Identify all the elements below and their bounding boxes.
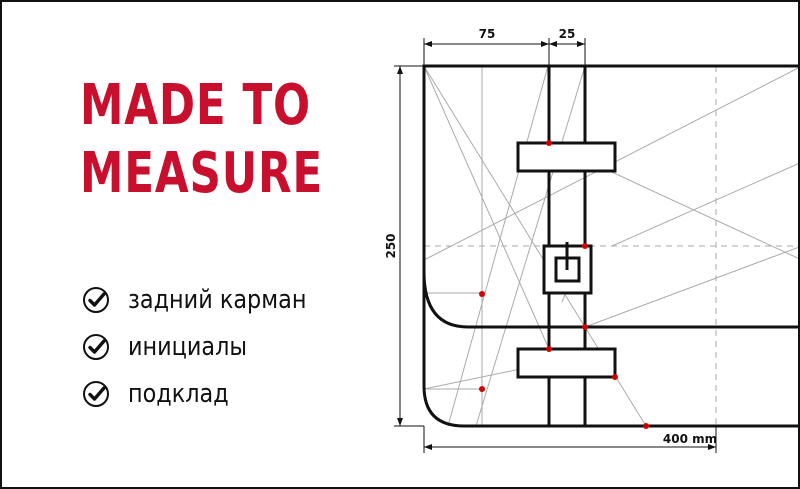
feature-label: подклад bbox=[128, 379, 229, 409]
headline: MADE TO MEASURE bbox=[80, 72, 323, 208]
feature-list: задний карман инициалы подклад bbox=[82, 285, 335, 427]
center-guides bbox=[424, 66, 798, 426]
dimension-label-bottom: 400 mm bbox=[663, 432, 717, 446]
dimension-arrows bbox=[397, 41, 716, 450]
dimension-label-top-left: 75 bbox=[479, 27, 496, 41]
feature-label: задний карман bbox=[128, 285, 307, 315]
check-circle-icon bbox=[83, 381, 109, 407]
feature-label: инициалы bbox=[128, 332, 248, 362]
dimension-label-top-right: 25 bbox=[559, 27, 576, 41]
measurement-markers bbox=[479, 140, 649, 429]
feature-item: задний карман bbox=[82, 285, 335, 315]
check-circle-icon bbox=[83, 287, 109, 313]
dimension-label-side: 250 bbox=[384, 233, 398, 258]
headline-line-1: MADE TO bbox=[80, 73, 311, 138]
feature-item: инициалы bbox=[82, 332, 335, 362]
check-circle-icon bbox=[83, 334, 109, 360]
dimension-lines bbox=[394, 38, 717, 453]
feature-item: подклад bbox=[82, 379, 335, 409]
headline-line-2: MEASURE bbox=[80, 141, 323, 206]
